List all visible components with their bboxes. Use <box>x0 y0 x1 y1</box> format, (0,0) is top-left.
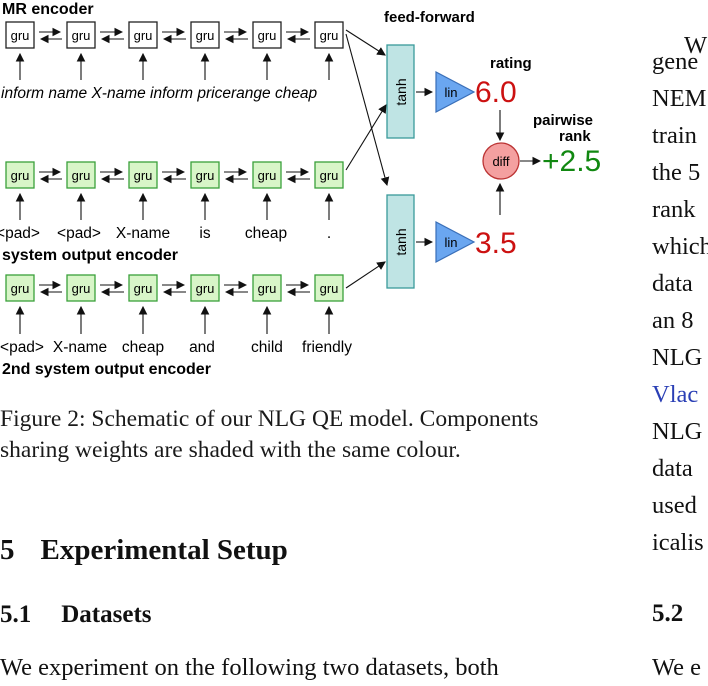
svg-text:diff: diff <box>492 154 509 169</box>
pairwise-value: +2.5 <box>542 145 601 178</box>
sys-token: . <box>327 225 331 242</box>
sys2-token: and <box>189 339 215 356</box>
right-col-line: which <box>652 233 708 260</box>
mr-encoder-row: gru gru gru gru gru gru inform name X-na… <box>1 21 344 102</box>
right-col-line: used <box>652 492 697 519</box>
sys2-token: <pad> <box>0 339 44 356</box>
gru-cell: gru <box>128 21 158 49</box>
section-heading: 5 Experimental Setup <box>0 534 288 567</box>
sys2-encoder-title: 2nd system output encoder <box>2 361 211 378</box>
svg-text:lin: lin <box>444 85 457 100</box>
gru-cell: gru <box>11 281 30 296</box>
rating-bottom: 3.5 <box>475 227 517 260</box>
nlg-qe-model-diagram: MR encoder feed-forward rating pairwise … <box>0 1 601 378</box>
system-output-encoder-row: gru gru gru gru gru gru <pad> <pad> X-na… <box>0 161 344 264</box>
svg-text:gru: gru <box>72 28 91 43</box>
right-col-line: rank <box>652 196 696 223</box>
gru-cell: gru <box>258 168 277 183</box>
sys-token: X-name <box>116 225 170 242</box>
lin-bottom: lin <box>435 221 476 263</box>
subsection-number: 5.1 <box>0 601 32 628</box>
gru-cell: gru <box>11 168 30 183</box>
gru-cell: gru <box>134 281 153 296</box>
right-col-line: W <box>684 32 708 59</box>
svg-text:tanh: tanh <box>393 78 409 105</box>
gru-cell: gru <box>320 281 339 296</box>
gru-cell: gru <box>196 281 215 296</box>
svg-text:gru: gru <box>320 28 339 43</box>
right-col-line: an 8 <box>652 307 694 334</box>
section-title: Experimental Setup <box>40 534 288 566</box>
svg-text:gru: gru <box>11 28 30 43</box>
right-col-last-line: We e <box>652 654 702 681</box>
subsection-title: Datasets <box>61 601 152 628</box>
sys-encoder-title: system output encoder <box>2 247 178 264</box>
mr-tokens: inform name X-name inform pricerange che… <box>1 85 318 102</box>
sys-token: <pad> <box>57 225 101 242</box>
gru-cell: gru <box>258 281 277 296</box>
tanh-top: tanh <box>386 44 415 139</box>
body-text: We experiment on the following two datas… <box>0 654 499 681</box>
svg-text:lin: lin <box>444 235 457 250</box>
sys-token: <pad> <box>0 225 40 242</box>
diff-node: diff <box>482 142 520 180</box>
svg-text:gru: gru <box>196 28 215 43</box>
sys2-token: child <box>251 339 283 356</box>
gru-cell: gru <box>5 21 35 49</box>
right-col-line: train <box>652 122 697 149</box>
rank-title: rank <box>559 128 591 145</box>
sys-token: is <box>199 225 210 242</box>
right-col-line: icalis <box>652 529 704 556</box>
sys-token: cheap <box>245 225 287 242</box>
right-col-line: NLG <box>652 344 703 371</box>
mr-encoder-title: MR encoder <box>2 1 94 18</box>
subsection-heading: 5.1 Datasets <box>0 601 152 629</box>
right-col-line: data <box>652 270 693 297</box>
right-column: W gene NEM train the 5 rank which data a… <box>652 32 708 686</box>
gru-cell: gru <box>72 168 91 183</box>
gru-cell: gru <box>190 21 220 49</box>
right-col-line: NLG <box>652 418 703 445</box>
sys2-token: cheap <box>122 339 164 356</box>
tanh-bottom: tanh <box>386 194 415 289</box>
sys2-token: friendly <box>302 339 352 356</box>
feed-forward-title: feed-forward <box>384 9 475 26</box>
gru-cell: gru <box>196 168 215 183</box>
gru-cell: gru <box>314 21 344 49</box>
right-col-subsection-number: 5.2 <box>652 600 684 627</box>
right-col-line: data <box>652 455 693 482</box>
svg-text:tanh: tanh <box>393 228 409 255</box>
pairwise-title: pairwise <box>533 112 593 129</box>
svg-text:gru: gru <box>134 28 153 43</box>
sys2-token: X-name <box>53 339 107 356</box>
rating-top: 6.0 <box>475 76 517 109</box>
gru-cell: gru <box>252 21 282 49</box>
right-col-line-link[interactable]: Vlac <box>652 381 699 408</box>
right-col-line: the 5 <box>652 159 701 186</box>
gru-cell: gru <box>66 21 96 49</box>
rating-title: rating <box>490 55 532 72</box>
figure-caption: Figure 2: Schematic of our NLG QE model.… <box>0 406 539 463</box>
lin-top: lin <box>435 71 476 113</box>
right-col-line: gene <box>652 48 699 75</box>
section-number: 5 <box>0 534 15 566</box>
svg-text:gru: gru <box>258 28 277 43</box>
second-system-output-encoder-row: gru gru gru gru gru gru <pad> X-name che… <box>0 274 352 378</box>
gru-cell: gru <box>134 168 153 183</box>
gru-cell: gru <box>320 168 339 183</box>
gru-cell: gru <box>72 281 91 296</box>
right-col-line: NEM <box>652 85 707 112</box>
